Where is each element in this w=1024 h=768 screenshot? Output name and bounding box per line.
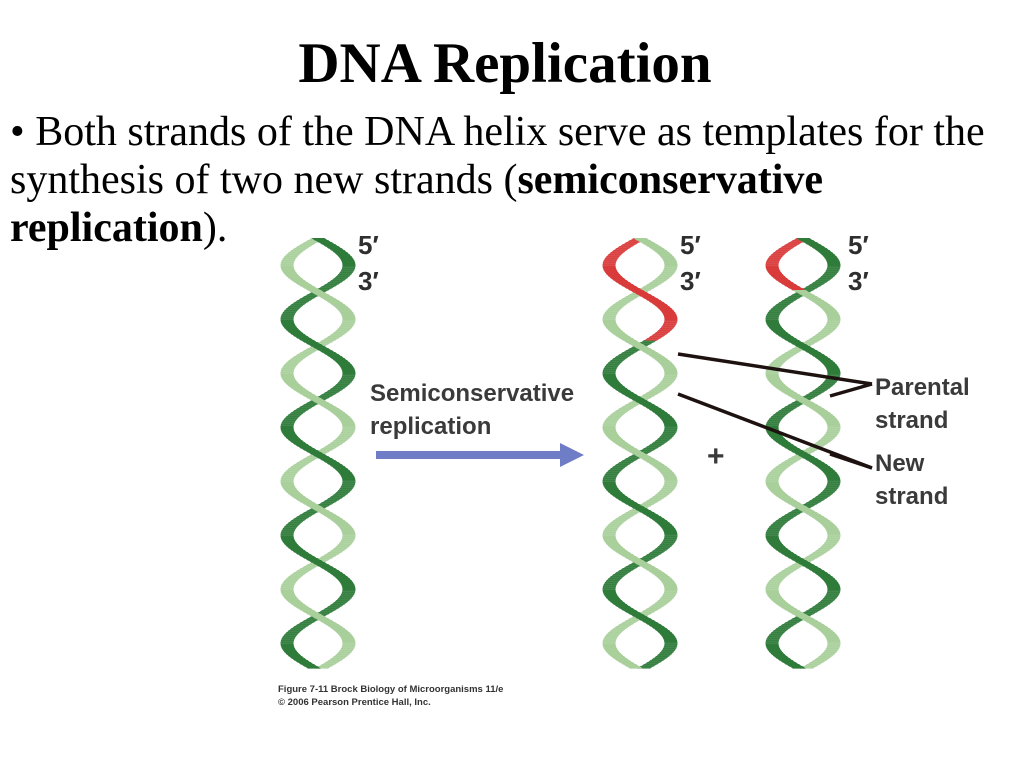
helices-group	[280, 238, 841, 669]
plus-sign: +	[707, 440, 725, 473]
parental-label-line2: strand	[875, 407, 948, 434]
arrow-label-line2: replication	[370, 413, 491, 440]
bullet-point: • Both strands of the DNA helix serve as…	[10, 108, 1020, 252]
bullet-text-start: Both strands of the DNA helix serve as t…	[10, 109, 985, 203]
arrow-label-line1: Semiconservative	[370, 380, 574, 407]
bullet-marker: •	[10, 109, 25, 155]
figure-caption-line1: Figure 7-11 Brock Biology of Microorgani…	[278, 684, 503, 695]
new-label-line1: New	[875, 450, 925, 477]
helix2-five-prime-label: 5′	[680, 230, 701, 260]
new-label-line2: strand	[875, 483, 948, 510]
parental-label-line1: Parental	[875, 374, 970, 401]
parental-helix	[280, 238, 356, 669]
helix2-three-prime-label: 3′	[680, 266, 701, 296]
figure-caption-line2: © 2006 Pearson Prentice Hall, Inc.	[278, 697, 431, 708]
slide-title: DNA Replication	[298, 32, 712, 95]
daughter-helix-right	[765, 238, 841, 669]
helix1-five-prime-label: 5′	[358, 230, 379, 260]
replication-arrow	[376, 443, 584, 467]
bullet-text-end: ).	[202, 205, 228, 251]
daughter-helix-left	[602, 238, 678, 669]
helix3-five-prime-label: 5′	[848, 230, 869, 260]
leader-lines	[677, 352, 873, 470]
helix1-three-prime-label: 3′	[358, 266, 379, 296]
bullet-bold-term: semiconservative replication	[10, 157, 824, 251]
helix3-three-prime-label: 3′	[848, 266, 869, 296]
